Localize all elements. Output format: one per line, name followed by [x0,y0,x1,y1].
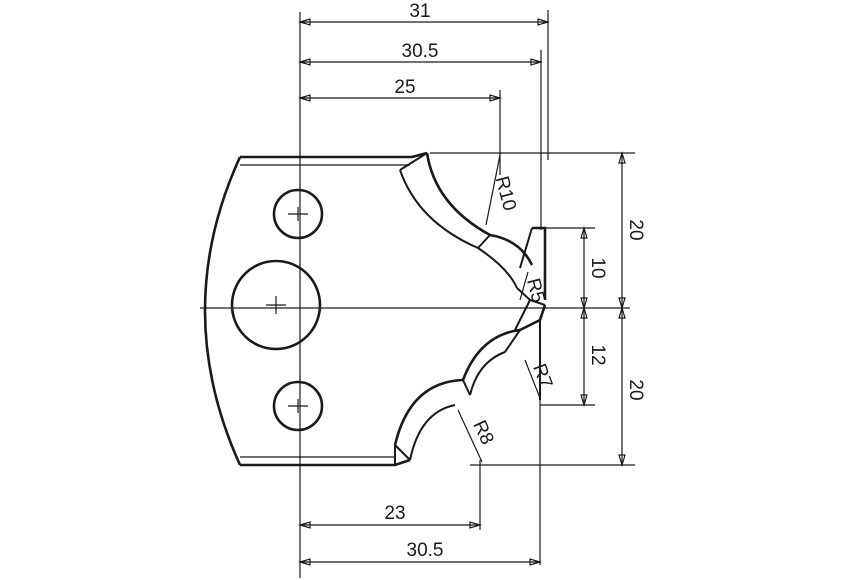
dimension-lines [297,18,626,566]
dim-25-label: 25 [394,77,415,98]
radius-r7-label: R7 [528,361,556,391]
radius-r10-label: R10 [491,174,520,213]
dim-20-top-label: 20 [625,219,646,240]
part-outline [203,151,547,467]
dim-31-label: 31 [409,1,430,22]
dimension-labels: 31 30.5 25 23 30.5 20 10 12 20 R10 R5 R7… [384,1,646,561]
centerlines [200,10,635,578]
dim-23-label: 23 [384,503,405,524]
hole-top [272,188,324,240]
radius-r8-label: R8 [468,417,497,448]
dim-10-label: 10 [587,257,608,278]
dim-30-5-top-label: 30.5 [402,41,439,62]
hole-center [230,259,322,351]
dim-30-5-bottom-label: 30.5 [407,540,444,561]
hole-bottom [272,380,324,432]
dim-12-label: 12 [587,344,608,365]
holes [230,188,324,432]
dim-20-bottom-label: 20 [625,379,646,400]
